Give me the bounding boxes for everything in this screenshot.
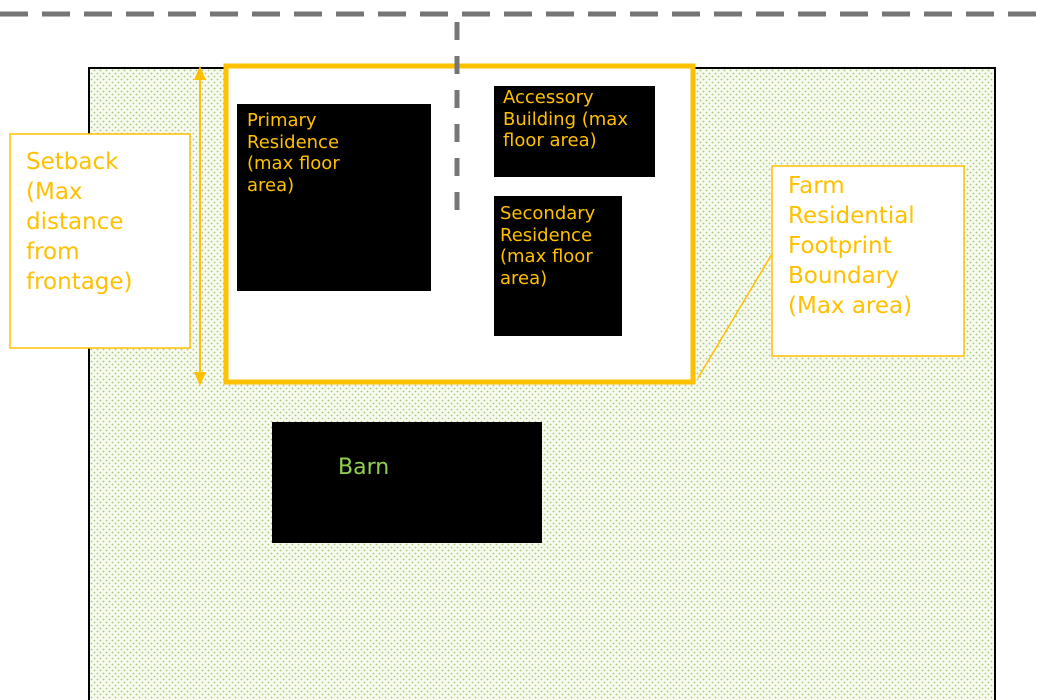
setback-label-line-1: Setback (26, 149, 119, 175)
setback-callout-label: Setback (Max distance from frontage) (26, 148, 188, 297)
accessory-building-label: Accessory Building (max floor area) (503, 87, 653, 152)
primary-residence-label-line-2: Residence (247, 131, 340, 153)
secondary-residence-label-line-3: (max floor (500, 246, 593, 268)
accessory-building-label-line-2: Building (max (503, 108, 628, 130)
farm-footprint-label-line-3: Footprint (788, 232, 892, 259)
primary-residence-label-line-1: Primary (247, 110, 317, 131)
farm-footprint-callout-label: Farm Residential Footprint Boundary (Max… (788, 172, 963, 321)
setback-arrow-head-top (194, 66, 206, 80)
setback-arrow-head-bottom (194, 372, 206, 386)
farm-footprint-label-line-4: Boundary (788, 262, 899, 289)
secondary-residence-label-line-2: Residence (500, 224, 593, 246)
accessory-building-block (494, 86, 655, 177)
secondary-residence-block (494, 196, 622, 336)
setback-callout-box (9, 133, 191, 349)
setback-label-line-5: frontage) (26, 268, 133, 295)
farm-footprint-label-line-1: Farm (788, 173, 845, 199)
accessory-building-label-line-3: floor area) (503, 130, 597, 152)
barn-label: Barn (338, 455, 390, 480)
farm-footprint-label-line-2: Residential (788, 202, 915, 229)
secondary-residence-label-line-1: Secondary (500, 203, 596, 224)
primary-residence-block (237, 104, 431, 291)
primary-residence-label: Primary Residence (max floor area) (247, 110, 427, 196)
primary-residence-label-line-3: (max floor (247, 153, 340, 175)
farm-footprint-leader-line (697, 253, 773, 379)
farm-footprint-label-line-5: (Max area) (788, 292, 913, 319)
setback-label-line-4: from (26, 238, 80, 265)
secondary-residence-label: Secondary Residence (max floor area) (500, 203, 622, 289)
barn-block (272, 422, 542, 543)
farm-footprint-callout-box (771, 165, 965, 357)
setback-label-line-3: distance (26, 208, 124, 235)
setback-label-line-2: (Max (26, 178, 83, 205)
primary-residence-label-line-4: area) (247, 174, 295, 196)
accessory-building-label-line-1: Accessory (503, 87, 594, 108)
secondary-residence-label-line-4: area) (500, 267, 548, 289)
